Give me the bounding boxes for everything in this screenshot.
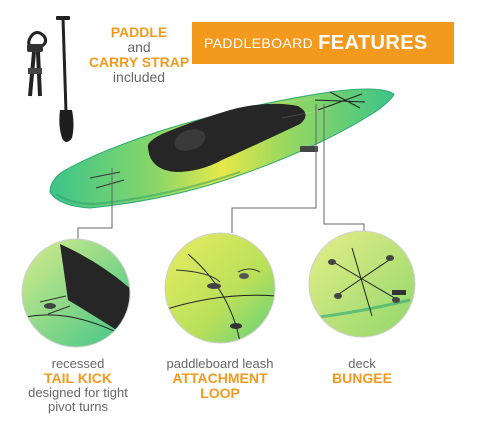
included-line3: CARRY STRAP [88,54,190,70]
deck-pad [147,103,306,172]
paddle-icon [56,16,74,142]
connector-lines [77,104,365,240]
feature-attachment-loop: paddleboard leash ATTACHMENT LOOP [152,357,288,401]
included-text: PADDLE and CARRY STRAP included [74,25,204,85]
feature-pre: recessed [51,356,105,371]
feature-desc-line1: designed for tight [28,385,128,400]
included-line4: included [112,69,166,85]
included-line2: and [127,39,151,55]
banner-prefix: PADDLEBOARD [204,35,314,51]
paddleboard-image [49,88,395,209]
included-line1: PADDLE [110,24,168,40]
carry-strap-icon [27,31,48,97]
feature-pre: deck [348,356,376,371]
feature-pre: paddleboard leash [166,356,274,371]
feature-bungee: deck BUNGEE [310,357,414,386]
leash-loop-detail-image [164,232,276,344]
tail-kick-detail-image [21,238,131,348]
bungee-detail-image [308,230,416,338]
feature-desc-line2: pivot turns [48,399,108,414]
features-banner: PADDLEBOARD FEATURES [192,22,454,64]
feature-title-line2: LOOP [200,385,240,401]
feature-title-line1: ATTACHMENT [172,370,268,386]
feature-title: BUNGEE [332,370,392,386]
feature-title: TAIL KICK [44,370,112,386]
feature-tail-kick: recessed TAIL KICK designed for tight pi… [16,357,140,414]
banner-title: FEATURES [318,31,428,54]
